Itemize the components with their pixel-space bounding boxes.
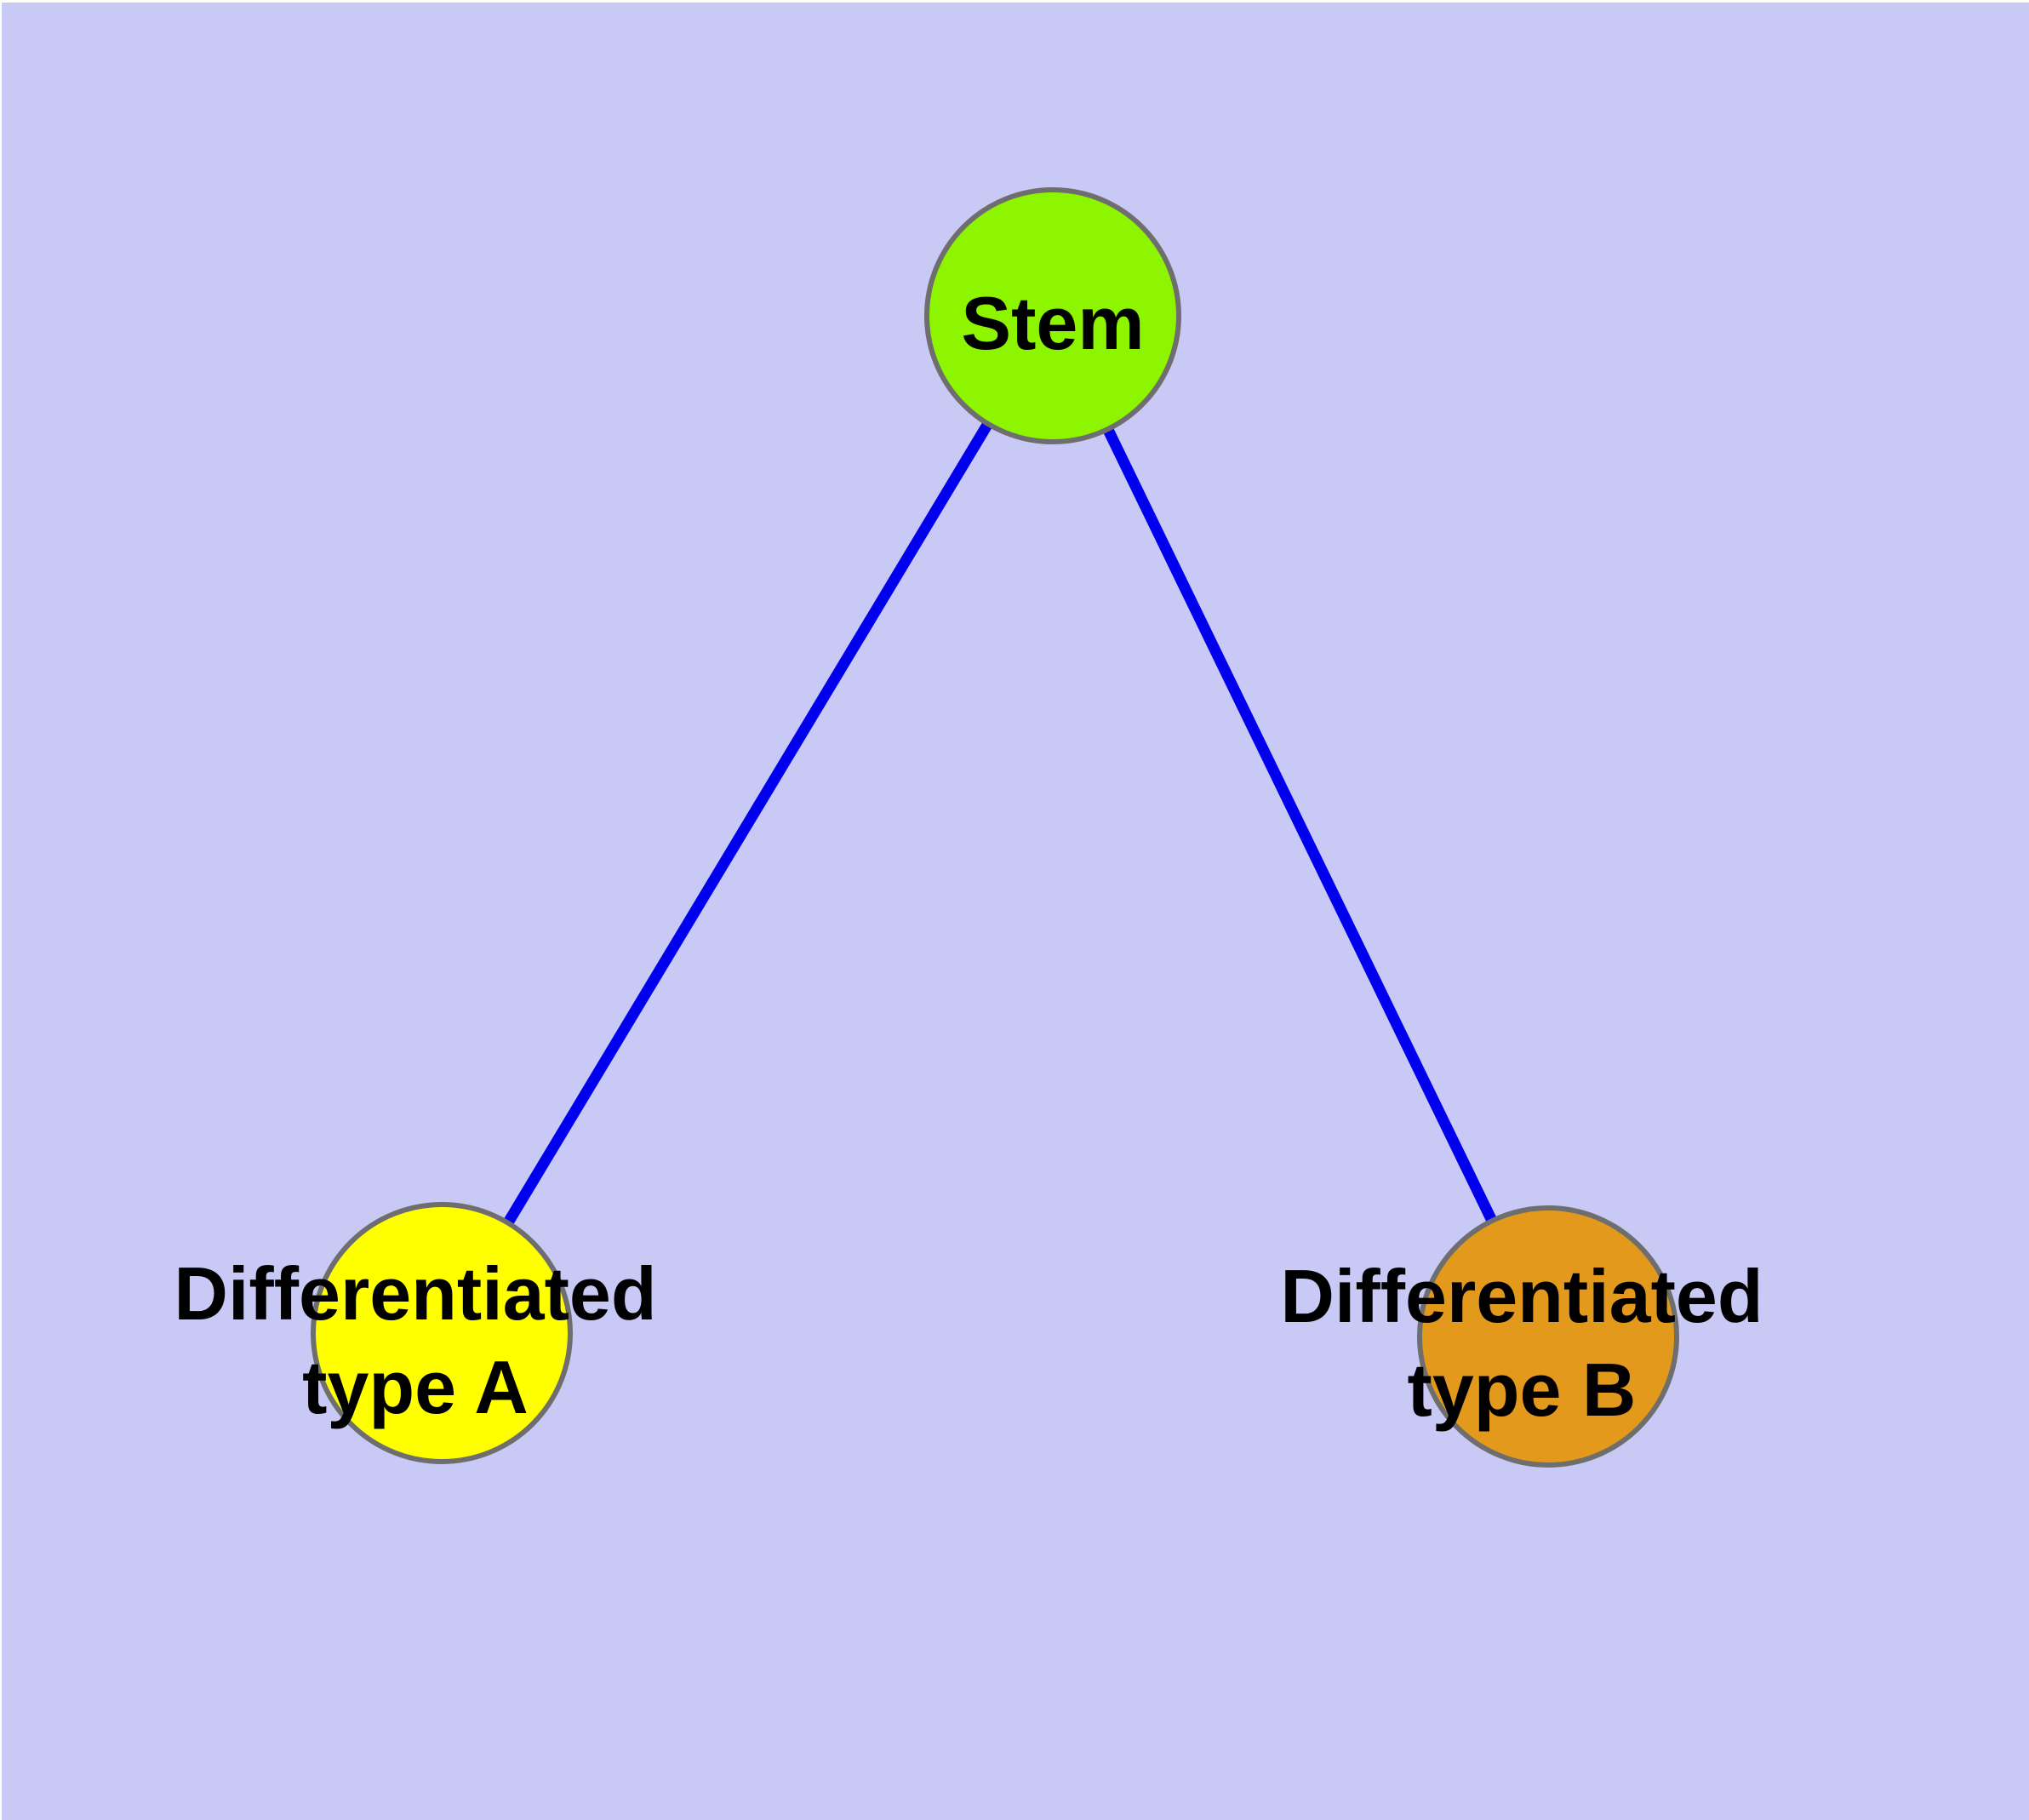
node-differentiated-type-b-label-line1: Differentiated <box>1280 1254 1763 1338</box>
node-stem-label: Stem <box>961 281 1144 365</box>
node-differentiated-type-b-circle <box>1417 1205 1679 1468</box>
node-differentiated-type-a-circle <box>311 1202 573 1464</box>
node-stem-circle <box>924 187 1181 444</box>
edge-stem-to-type-a <box>437 312 1058 1336</box>
node-differentiated-type-b-label-line2: type B <box>1408 1348 1637 1432</box>
node-differentiated-type-a-label-line1: Differentiated <box>174 1251 656 1336</box>
edge-stem-to-type-b <box>1048 313 1553 1339</box>
node-differentiated-type-a-label-line2: type A <box>302 1345 529 1429</box>
